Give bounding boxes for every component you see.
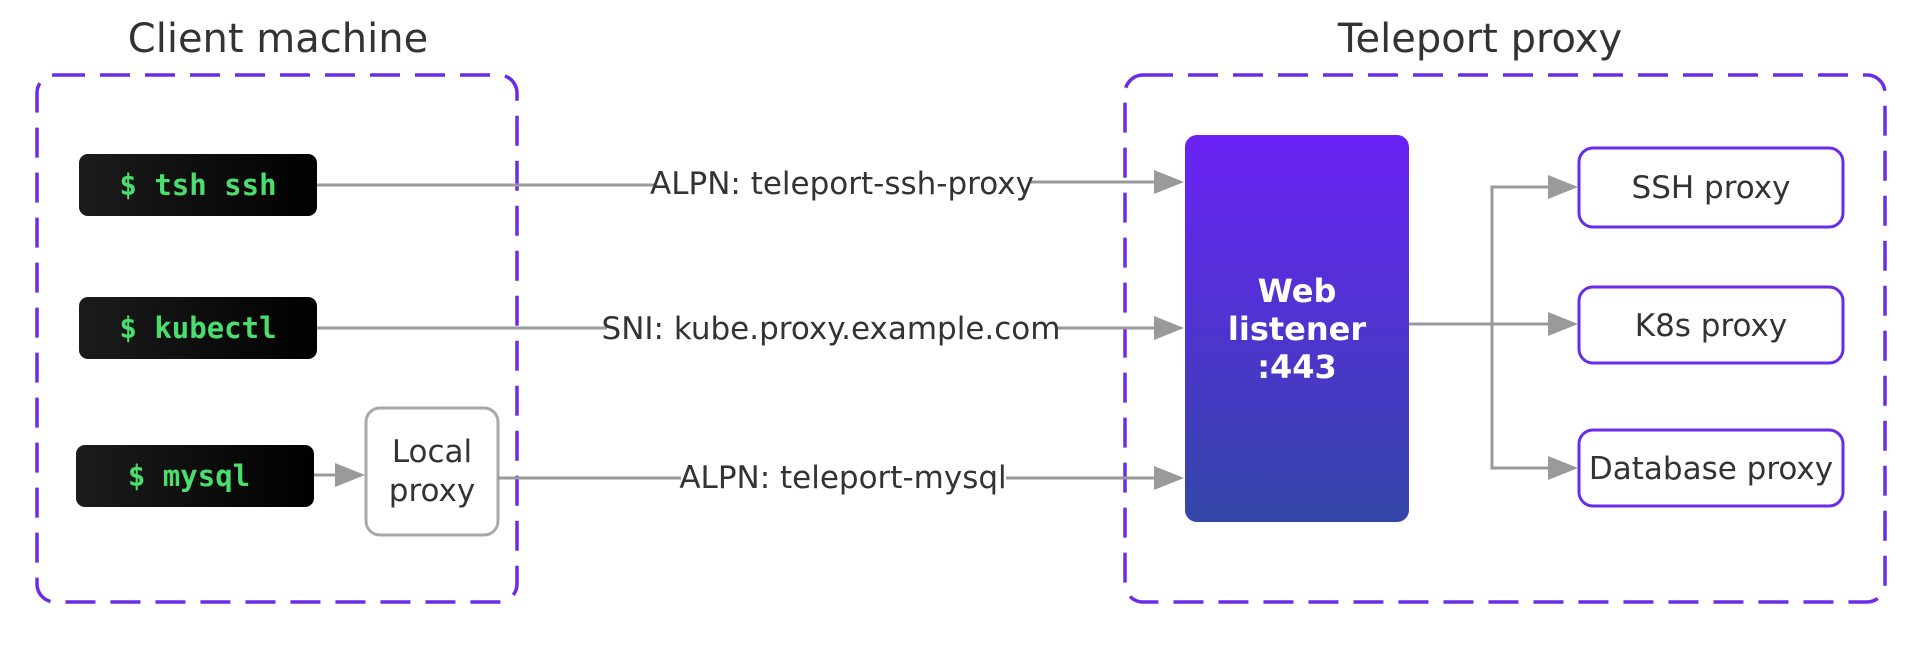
ssh-proxy-label: SSH proxy: [1632, 170, 1791, 206]
terminal-kubectl-label: $ kubectl: [119, 311, 276, 345]
ssh-proxy-node: SSH proxy: [1577, 146, 1845, 229]
edge-web-to-database: [1490, 324, 1578, 480]
database-proxy-label: Database proxy: [1589, 451, 1833, 487]
edge-ssh-label: ALPN: teleport-ssh-proxy: [650, 166, 1034, 202]
database-proxy-node: Database proxy: [1577, 428, 1845, 508]
terminal-mysql-label: $ mysql: [128, 459, 250, 493]
k8s-proxy-node: K8s proxy: [1577, 285, 1845, 365]
web-listener-label-line2: listener: [1228, 310, 1366, 348]
local-proxy-label-line1: Local: [392, 434, 472, 470]
edge-web-to-ssh: [1490, 175, 1578, 324]
edge-fanout: [1409, 175, 1578, 480]
local-proxy-node: Local proxy: [364, 406, 500, 537]
client-machine-title: Client machine: [128, 16, 428, 62]
terminal-mysql: $ mysql: [76, 445, 314, 507]
teleport-proxy-title: Teleport proxy: [1337, 16, 1622, 62]
terminal-tsh-ssh-label: $ tsh ssh: [119, 168, 276, 202]
local-proxy-label-line2: proxy: [389, 473, 475, 509]
terminal-kubectl: $ kubectl: [79, 297, 317, 359]
web-listener-label-line1: Web: [1258, 272, 1337, 310]
edge-mysql: ALPN: teleport-mysql: [498, 460, 1184, 496]
k8s-proxy-label: K8s proxy: [1635, 308, 1788, 344]
terminal-tsh-ssh: $ tsh ssh: [79, 154, 317, 216]
web-listener-label-line3: :443: [1257, 348, 1337, 386]
edge-kube: SNI: kube.proxy.example.com: [317, 311, 1184, 347]
edge-ssh: ALPN: teleport-ssh-proxy: [317, 166, 1184, 202]
web-listener-node: Web listener :443: [1185, 135, 1409, 522]
edge-kube-label: SNI: kube.proxy.example.com: [602, 311, 1061, 347]
teleport-proxy-group: [1123, 73, 1887, 604]
edge-mysql-label: ALPN: teleport-mysql: [679, 460, 1006, 496]
